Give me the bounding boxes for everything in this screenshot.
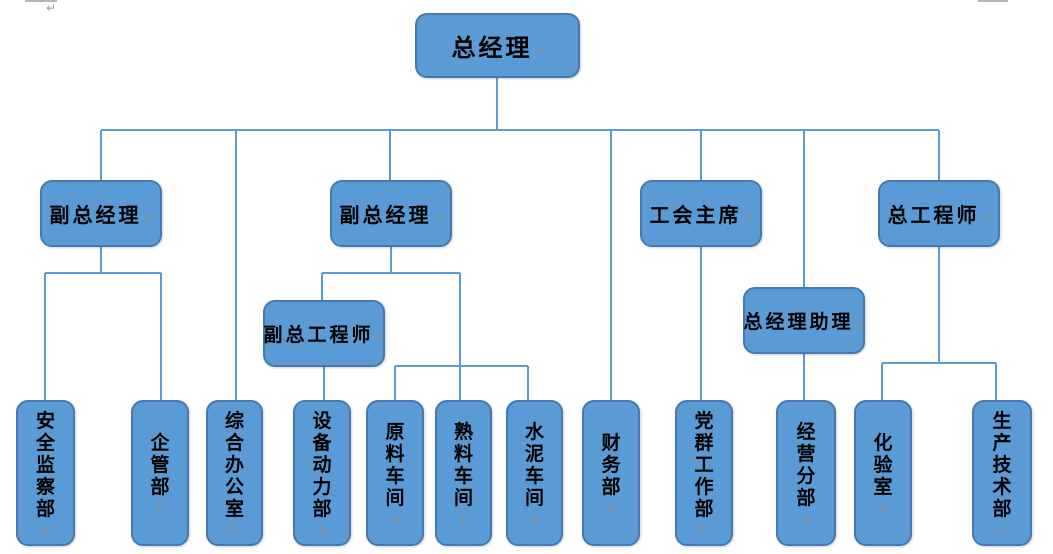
org-node-finance-dept[interactable]: 财务部 ↵ bbox=[582, 400, 640, 546]
node-label-char: 部 bbox=[312, 499, 332, 521]
paragraph-return-mark: ↵ bbox=[876, 502, 890, 513]
node-label-char: 间 bbox=[524, 488, 544, 510]
node-label-char: 群 bbox=[694, 432, 714, 454]
node-label-char: 部 bbox=[694, 499, 714, 521]
node-label: 总工程师 bbox=[887, 205, 980, 227]
paragraph-return-mark: ↵ bbox=[227, 524, 242, 535]
page-edge-line-left bbox=[25, 0, 57, 2]
node-label-char: 室 bbox=[873, 477, 893, 499]
node-label-char: 间 bbox=[385, 488, 405, 510]
org-node-clinker-workshop[interactable]: 熟料车间 ↵ bbox=[435, 400, 492, 546]
node-label-char: 财 bbox=[601, 432, 621, 454]
node-label-char: 水 bbox=[524, 421, 544, 443]
paragraph-return-mark: ↵ bbox=[315, 524, 329, 535]
node-label-char: 企 bbox=[150, 432, 170, 454]
node-label-char: 党 bbox=[694, 410, 714, 432]
node-label-char: 部 bbox=[601, 477, 621, 499]
node-label-char: 车 bbox=[524, 466, 544, 487]
node-label-char: 综 bbox=[224, 410, 244, 432]
node-label-char: 化 bbox=[873, 432, 893, 454]
org-node-laboratory[interactable]: 化验室 ↵ bbox=[854, 400, 912, 546]
node-label: 副总经理 bbox=[49, 205, 142, 227]
node-label-char: 办 bbox=[224, 454, 244, 476]
paragraph-return-mark: ↵ bbox=[456, 513, 471, 524]
paragraph-return-mark: ↵ bbox=[46, 1, 57, 15]
org-node-safety-supervision-dept[interactable]: 安全监察部 ↵ bbox=[16, 400, 75, 546]
node-label-char: 室 bbox=[224, 499, 244, 521]
node-label-char: 公 bbox=[224, 477, 244, 499]
org-node-deputy-general-manager-2[interactable]: 副总经理↵ bbox=[330, 180, 452, 247]
node-label-char: 料 bbox=[385, 443, 405, 465]
node-label-char: 料 bbox=[453, 443, 473, 465]
paragraph-return-mark: ↵ bbox=[432, 210, 443, 225]
org-node-gm-assistant[interactable]: 总经理助理↵ bbox=[743, 287, 865, 354]
node-label-char: 技 bbox=[992, 454, 1012, 476]
org-node-raw-material-workshop[interactable]: 原料车间 ↵ bbox=[366, 400, 424, 546]
paragraph-return-mark: ↵ bbox=[38, 524, 53, 535]
node-label-char: 营 bbox=[796, 443, 816, 465]
node-label-char: 安 bbox=[35, 410, 55, 432]
org-node-chief-engineer[interactable]: 总工程师↵ bbox=[878, 180, 1000, 247]
node-label-char: 部 bbox=[992, 499, 1012, 521]
node-label-char: 备 bbox=[312, 432, 332, 454]
org-node-deputy-chief-engineer[interactable]: 副总工程师↵ bbox=[263, 300, 385, 367]
paragraph-return-mark: ↵ bbox=[388, 513, 402, 524]
node-label-char: 部 bbox=[35, 499, 55, 521]
paragraph-return-mark: ↵ bbox=[604, 502, 618, 513]
node-label-char: 察 bbox=[35, 477, 55, 499]
page-edge-line-right bbox=[978, 0, 1008, 2]
node-label-char: 车 bbox=[385, 466, 405, 487]
node-label-char: 动 bbox=[312, 454, 332, 476]
node-label: 总经理助理 bbox=[743, 312, 854, 333]
node-label: 副总经理 bbox=[339, 205, 432, 227]
org-node-general-office[interactable]: 综合办公室 ↵ bbox=[206, 400, 263, 546]
node-label-char: 泥 bbox=[524, 443, 544, 465]
org-node-party-mass-work-dept[interactable]: 党群工作部 ↵ bbox=[675, 400, 733, 546]
node-label-char: 术 bbox=[992, 477, 1012, 499]
paragraph-return-mark: ↵ bbox=[374, 330, 385, 345]
paragraph-return-mark: ↵ bbox=[995, 524, 1009, 535]
node-label-char: 原 bbox=[385, 421, 405, 443]
paragraph-return-mark: ↵ bbox=[742, 210, 753, 225]
org-node-cement-workshop[interactable]: 水泥车间 ↵ bbox=[506, 400, 563, 546]
node-label-char: 车 bbox=[453, 466, 473, 487]
node-label: 副总工程师 bbox=[263, 325, 374, 346]
node-label-char: 间 bbox=[453, 488, 473, 510]
node-label-char: 经 bbox=[796, 421, 816, 443]
node-label-char: 全 bbox=[35, 432, 55, 454]
node-label-char: 部 bbox=[150, 477, 170, 499]
node-label-char: 产 bbox=[992, 432, 1012, 454]
paragraph-return-mark: ↵ bbox=[854, 317, 865, 332]
paragraph-return-mark: ↵ bbox=[142, 210, 153, 225]
paragraph-return-mark: ↵ bbox=[527, 513, 542, 524]
node-label-char: 监 bbox=[35, 454, 55, 476]
node-label-char: 部 bbox=[796, 488, 816, 510]
node-label-char: 合 bbox=[224, 432, 244, 454]
node-label-char: 分 bbox=[796, 466, 816, 487]
node-label-char: 工 bbox=[694, 454, 714, 476]
org-node-deputy-general-manager-1[interactable]: 副总经理↵ bbox=[40, 180, 162, 247]
org-node-operations-branch[interactable]: 经营分部 ↵ bbox=[776, 400, 836, 546]
node-label-char: 管 bbox=[150, 454, 170, 476]
org-node-production-technology-dept[interactable]: 生产技术部 ↵ bbox=[972, 400, 1032, 546]
node-label-char: 设 bbox=[312, 410, 332, 432]
node-label-char: 力 bbox=[312, 477, 332, 499]
node-label-char: 生 bbox=[992, 410, 1012, 432]
org-node-equipment-power-dept[interactable]: 设备动力部 ↵ bbox=[293, 400, 351, 546]
paragraph-return-mark: ↵ bbox=[697, 524, 711, 535]
node-label-char: 作 bbox=[694, 477, 714, 499]
paragraph-return-mark: ↵ bbox=[980, 210, 991, 225]
node-label-char: 务 bbox=[601, 454, 621, 476]
node-label: 工会主席 bbox=[649, 205, 742, 227]
paragraph-return-mark: ↵ bbox=[799, 513, 813, 524]
org-node-enterprise-management-dept[interactable]: 企管部 ↵ bbox=[131, 400, 189, 546]
node-label-char: 验 bbox=[873, 454, 893, 476]
node-label: 总经理 bbox=[451, 36, 533, 62]
org-node-union-chairman[interactable]: 工会主席↵ bbox=[640, 180, 762, 247]
paragraph-return-mark: ↵ bbox=[153, 502, 167, 513]
org-node-general-manager[interactable]: 总经理↵ bbox=[415, 13, 580, 78]
paragraph-return-mark: ↵ bbox=[533, 42, 544, 57]
node-label-char: 熟 bbox=[453, 421, 473, 443]
